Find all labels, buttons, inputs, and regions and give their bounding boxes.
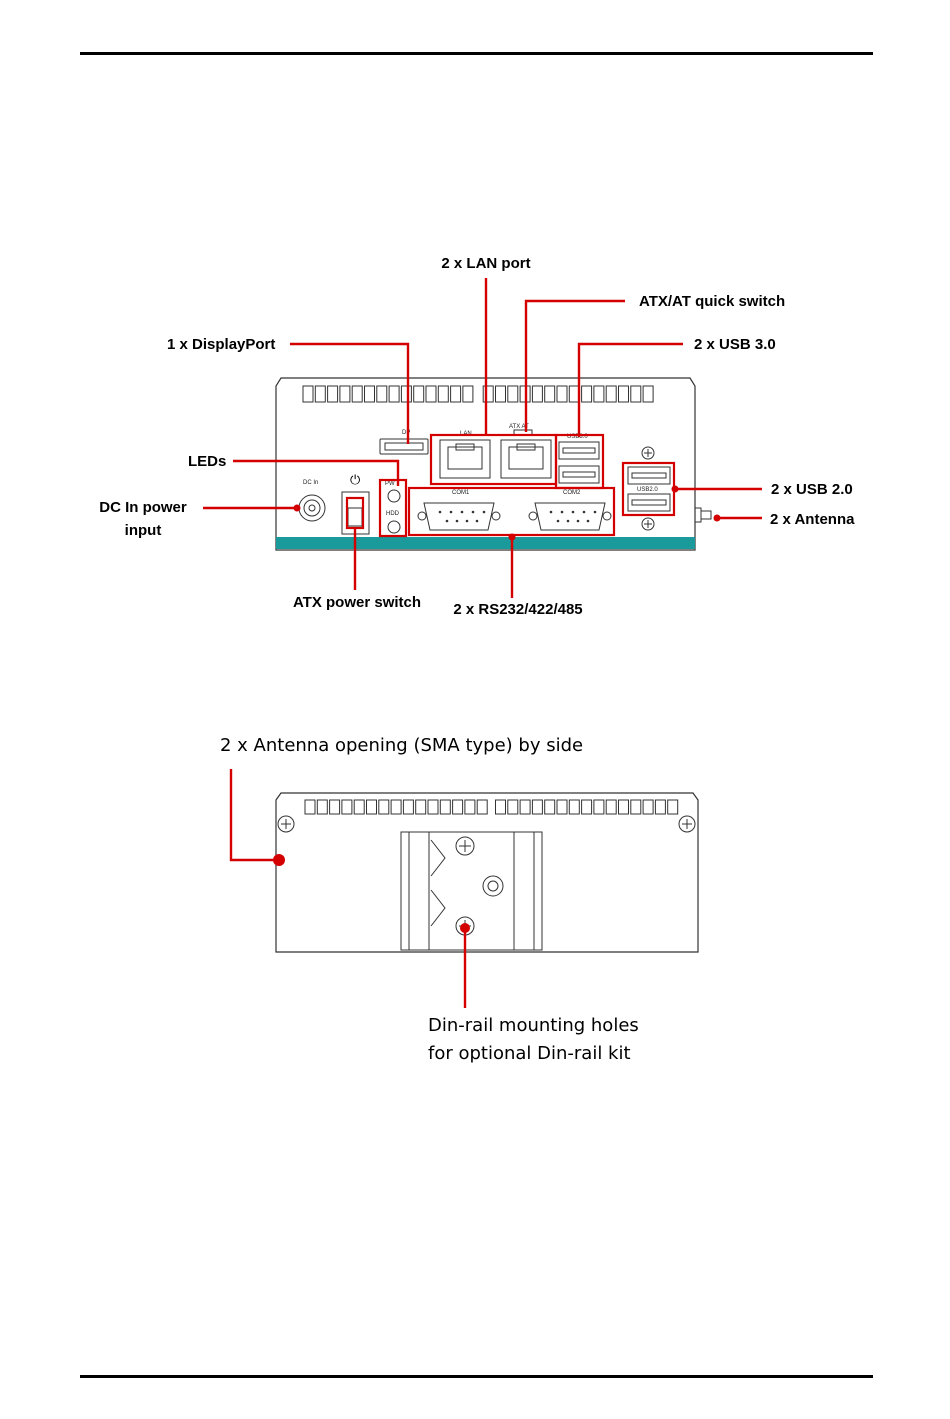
- com-pin: [476, 520, 479, 523]
- antenna-connector: [695, 508, 711, 522]
- leds-callout: LEDs: [188, 453, 226, 470]
- dc-in-callout-1: DC In power: [99, 499, 187, 516]
- com-pin: [577, 520, 580, 523]
- usb3-callout: 2 x USB 3.0: [694, 336, 776, 353]
- displayport-callout: 1 x DisplayPort: [167, 336, 275, 353]
- com-pin: [456, 520, 459, 523]
- com-pin: [466, 520, 469, 523]
- serial-callout: 2 x RS232/422/485: [453, 601, 582, 618]
- com-pin: [472, 511, 475, 514]
- svg-text:COM1: COM1: [452, 490, 470, 496]
- com-pin: [583, 511, 586, 514]
- antenna-opening-callout: 2 x Antenna opening (SMA type) by side: [220, 735, 583, 756]
- com-pin: [450, 511, 453, 514]
- com-pin: [439, 511, 442, 514]
- svg-text:PW: PW: [385, 481, 395, 487]
- com-pin: [483, 511, 486, 514]
- svg-text:DC In: DC In: [303, 480, 318, 486]
- svg-text:COM2: COM2: [563, 490, 581, 496]
- dc-in-callout-2: input: [125, 522, 162, 539]
- com-pin: [567, 520, 570, 523]
- atx-power-callout: ATX power switch: [293, 594, 421, 611]
- side-panel: [276, 793, 698, 952]
- com-pin: [550, 511, 553, 514]
- com-pin: [561, 511, 564, 514]
- din-rail-callout-1: Din-rail mounting holes: [428, 1015, 639, 1036]
- com-pin: [594, 511, 597, 514]
- com-pin: [446, 520, 449, 523]
- com-pin: [461, 511, 464, 514]
- com-pin: [557, 520, 560, 523]
- din-rail-callout-2: for optional Din-rail kit: [428, 1043, 631, 1064]
- teal-strip: [276, 537, 695, 549]
- com-pin: [572, 511, 575, 514]
- atx-switch-callout: ATX/AT quick switch: [639, 293, 785, 310]
- svg-text:USB2.0: USB2.0: [637, 487, 658, 493]
- usb2-callout: 2 x USB 2.0: [771, 481, 853, 498]
- lan-callout: 2 x LAN port: [441, 255, 530, 272]
- antenna-callout: 2 x Antenna: [770, 511, 855, 528]
- com-pin: [587, 520, 590, 523]
- svg-text:HDD: HDD: [386, 511, 400, 517]
- power-icon: ⏻: [350, 473, 360, 488]
